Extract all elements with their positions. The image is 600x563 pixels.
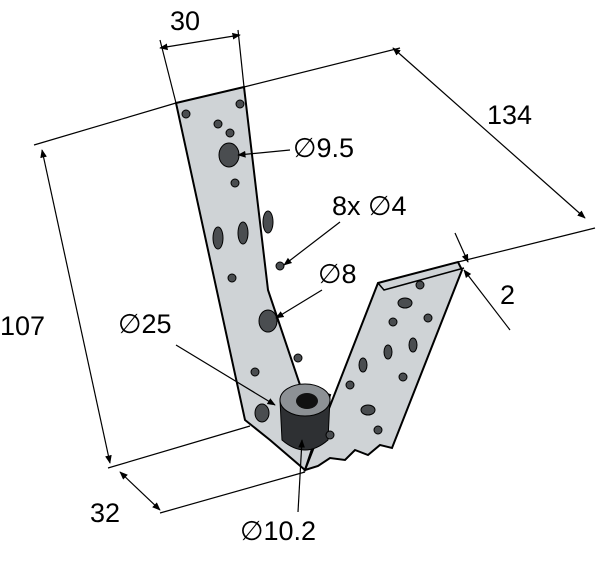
washer	[279, 383, 331, 451]
washer-inner-label: ∅10.2	[240, 516, 316, 546]
dimension-lines	[33, 29, 596, 514]
depth-label: 32	[90, 498, 120, 528]
washer-outer-label: ∅25	[118, 309, 172, 339]
thickness-label: 2	[500, 280, 515, 310]
hole-large-label: ∅9.5	[293, 133, 354, 163]
length-label: 134	[487, 100, 532, 130]
height-label: 107	[0, 311, 45, 341]
holes-small-label: 8x ∅4	[332, 191, 407, 221]
hole-medium-label: ∅8	[318, 259, 357, 289]
vertical-plate	[174, 85, 332, 472]
holes	[181, 99, 433, 440]
angled-plate	[303, 260, 464, 472]
width-label: 30	[170, 6, 200, 36]
